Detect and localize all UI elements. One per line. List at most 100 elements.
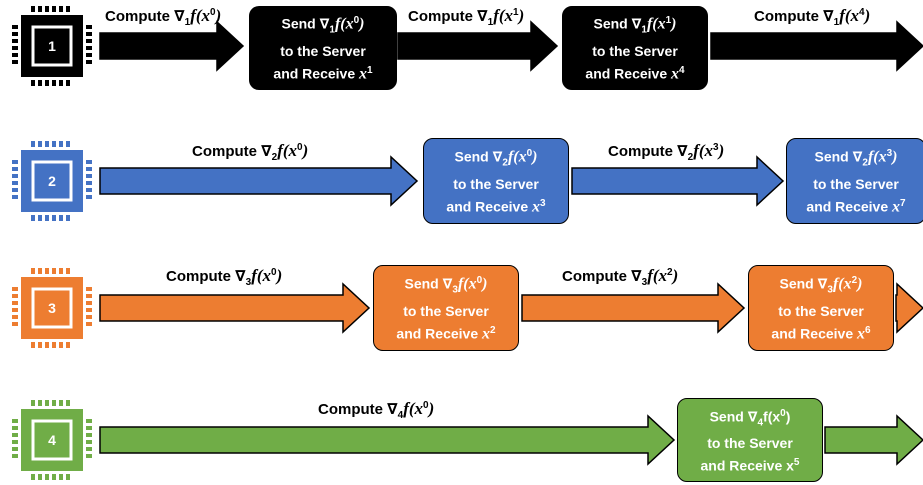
- box-line-server: to the Server: [592, 42, 678, 59]
- chip-pin: [12, 181, 18, 185]
- chip-pin: [38, 474, 42, 480]
- processor-chip-icon-3: [12, 268, 92, 348]
- compute-word: Compute: [105, 8, 170, 25]
- chip-pin: [59, 474, 63, 480]
- chip-pin: [86, 308, 92, 312]
- x-symbol: x: [288, 141, 298, 160]
- gradient-index: 2: [502, 157, 508, 169]
- gradient-index: 1: [641, 24, 647, 36]
- box-line-server: to the Server: [280, 42, 366, 59]
- compute-label: Compute ∇2f(x3): [608, 141, 725, 164]
- gradient-index: 2: [862, 157, 868, 169]
- f-symbol: f: [507, 149, 514, 167]
- chip-number-1: 1: [48, 38, 56, 54]
- compute-word: Compute: [562, 268, 627, 285]
- chip-pin: [52, 215, 56, 221]
- chip-pin: [66, 141, 70, 147]
- iterate-index: 1: [513, 7, 519, 18]
- x-symbol: x: [468, 276, 477, 294]
- send-prefix: Send ∇: [404, 276, 453, 293]
- x-symbol: x: [532, 198, 541, 216]
- chip-pin: [38, 268, 42, 274]
- f-symbol: f: [832, 276, 839, 294]
- receive-prefix: and Receive: [273, 65, 360, 82]
- receive-prefix: and Receive: [771, 325, 858, 342]
- received-index: 5: [793, 457, 800, 469]
- arrow-row2-1: [99, 155, 419, 207]
- box-line-receive: and Receive x7: [806, 194, 905, 218]
- x-symbol: x: [201, 6, 211, 25]
- received-index: 7: [900, 197, 906, 209]
- chip-number-2: 2: [48, 173, 56, 189]
- compute-word: Compute: [754, 8, 819, 25]
- chip-pin: [12, 454, 18, 458]
- chip-pin: [45, 80, 49, 86]
- chip-pin: [66, 215, 70, 221]
- receive-prefix: and Receive: [585, 65, 672, 82]
- chip-pin: [59, 342, 63, 348]
- f-symbol: f: [867, 149, 874, 167]
- x-symbol: x: [704, 141, 714, 160]
- chip-pin: [86, 419, 92, 423]
- iterate-index: 4: [859, 7, 865, 18]
- arrow-row2-2: [571, 155, 785, 207]
- f-symbol: f: [457, 276, 464, 294]
- iterate-index: 0: [423, 400, 429, 411]
- x-symbol: x: [345, 16, 354, 34]
- x-symbol: x: [671, 65, 680, 83]
- arrow-row1-1: [99, 20, 245, 72]
- receive-prefix: and Receive: [806, 198, 893, 215]
- gradient-index: 3: [641, 277, 648, 288]
- gradient-index: 2: [687, 152, 694, 163]
- chip-pin: [12, 308, 18, 312]
- chip-body: [21, 277, 83, 339]
- box-line-receive: and Receive x4: [585, 61, 684, 85]
- chip-pin: [12, 188, 18, 192]
- chip-pin: [12, 440, 18, 444]
- chip-pin: [86, 53, 92, 57]
- chip-pin: [45, 215, 49, 221]
- chip-pin: [86, 454, 92, 458]
- f-symbol: f: [190, 6, 196, 25]
- chip-body: [21, 150, 83, 212]
- send-prefix: Send ∇: [709, 408, 758, 425]
- chip-pin: [12, 426, 18, 430]
- chip-pin: [38, 80, 42, 86]
- iterate-index: 0: [780, 407, 786, 419]
- nabla-symbol: ∇: [174, 7, 185, 25]
- chip-inner-frame: [31, 419, 73, 461]
- chip-pin: [52, 141, 56, 147]
- gradient-index: 3: [452, 284, 458, 296]
- chip-pin: [31, 6, 35, 12]
- f-symbol: f: [693, 141, 699, 160]
- chip-pin: [66, 474, 70, 480]
- box-line-send: Send ∇4f(x0): [709, 407, 791, 429]
- chip-pin: [86, 188, 92, 192]
- iterate-index: 1: [665, 15, 672, 27]
- box-line-server: to the Server: [813, 175, 899, 192]
- x-symbol: x: [878, 149, 887, 167]
- arrow-row3-1: [99, 282, 371, 334]
- nabla-symbol: ∇: [477, 7, 488, 25]
- chip-pin: [52, 6, 56, 12]
- chip-pin: [52, 268, 56, 274]
- f-symbol: f: [839, 6, 845, 25]
- send-prefix: Send ∇: [814, 149, 863, 166]
- processor-chip-icon-1: [12, 6, 92, 86]
- chip-pin: [31, 215, 35, 221]
- f-symbol: f: [493, 6, 499, 25]
- chip-pin: [31, 268, 35, 274]
- box-line-server: to the Server: [453, 175, 539, 192]
- box-line-receive: and Receive x3: [446, 194, 545, 218]
- x-symbol: x: [482, 325, 491, 343]
- iterate-index: 0: [210, 7, 216, 18]
- chip-pin: [59, 400, 63, 406]
- x-symbol: x: [786, 458, 794, 475]
- chip-pin: [12, 301, 18, 305]
- f-symbol: f: [763, 408, 768, 425]
- chip-pin: [38, 342, 42, 348]
